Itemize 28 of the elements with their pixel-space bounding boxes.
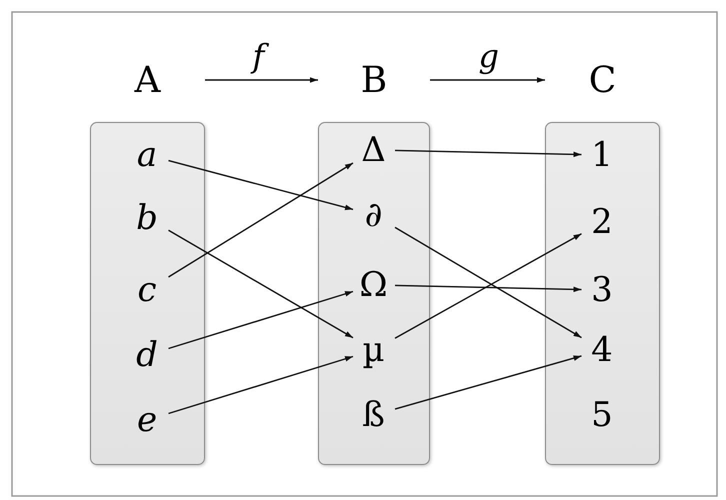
arrow (168, 162, 354, 278)
element-label: Δ (352, 128, 394, 172)
set-label: A (133, 61, 162, 101)
element-label: µ (352, 328, 394, 372)
element-label: a (126, 132, 168, 176)
element-label: 1 (581, 132, 623, 176)
arrow (168, 290, 354, 350)
element-label: ∂ (352, 192, 394, 236)
element-label: 3 (581, 268, 623, 312)
element-label: e (126, 398, 168, 442)
element-label: 5 (581, 392, 623, 436)
element-label: 2 (581, 200, 623, 244)
element-label: 4 (581, 328, 623, 372)
element-label: d (126, 332, 168, 376)
arrow (168, 356, 354, 414)
arrow (394, 284, 582, 292)
arrow (205, 77, 318, 83)
element-label: ß (352, 392, 394, 436)
arrow (168, 160, 354, 210)
element-label: b (126, 196, 168, 240)
arrow (168, 230, 354, 338)
arrow (430, 77, 545, 83)
arrow (394, 355, 582, 410)
arrow (394, 150, 582, 158)
set-label: B (360, 61, 388, 101)
element-label: c (126, 268, 168, 312)
element-label: Ω (352, 262, 394, 306)
set-label: C (588, 61, 618, 101)
